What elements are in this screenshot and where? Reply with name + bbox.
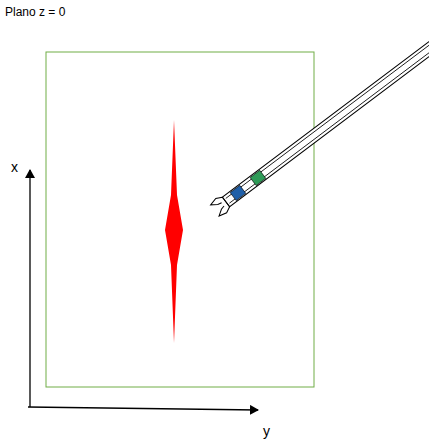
y-axis <box>28 407 258 410</box>
lesion-shape <box>165 120 183 343</box>
plane-frame <box>46 52 314 387</box>
axis-label: y <box>263 424 270 439</box>
x-axis <box>29 170 30 407</box>
grasper-instrument <box>209 32 429 217</box>
plane-title: Plano z = 0 <box>5 6 65 19</box>
axis-label: x <box>11 160 18 175</box>
